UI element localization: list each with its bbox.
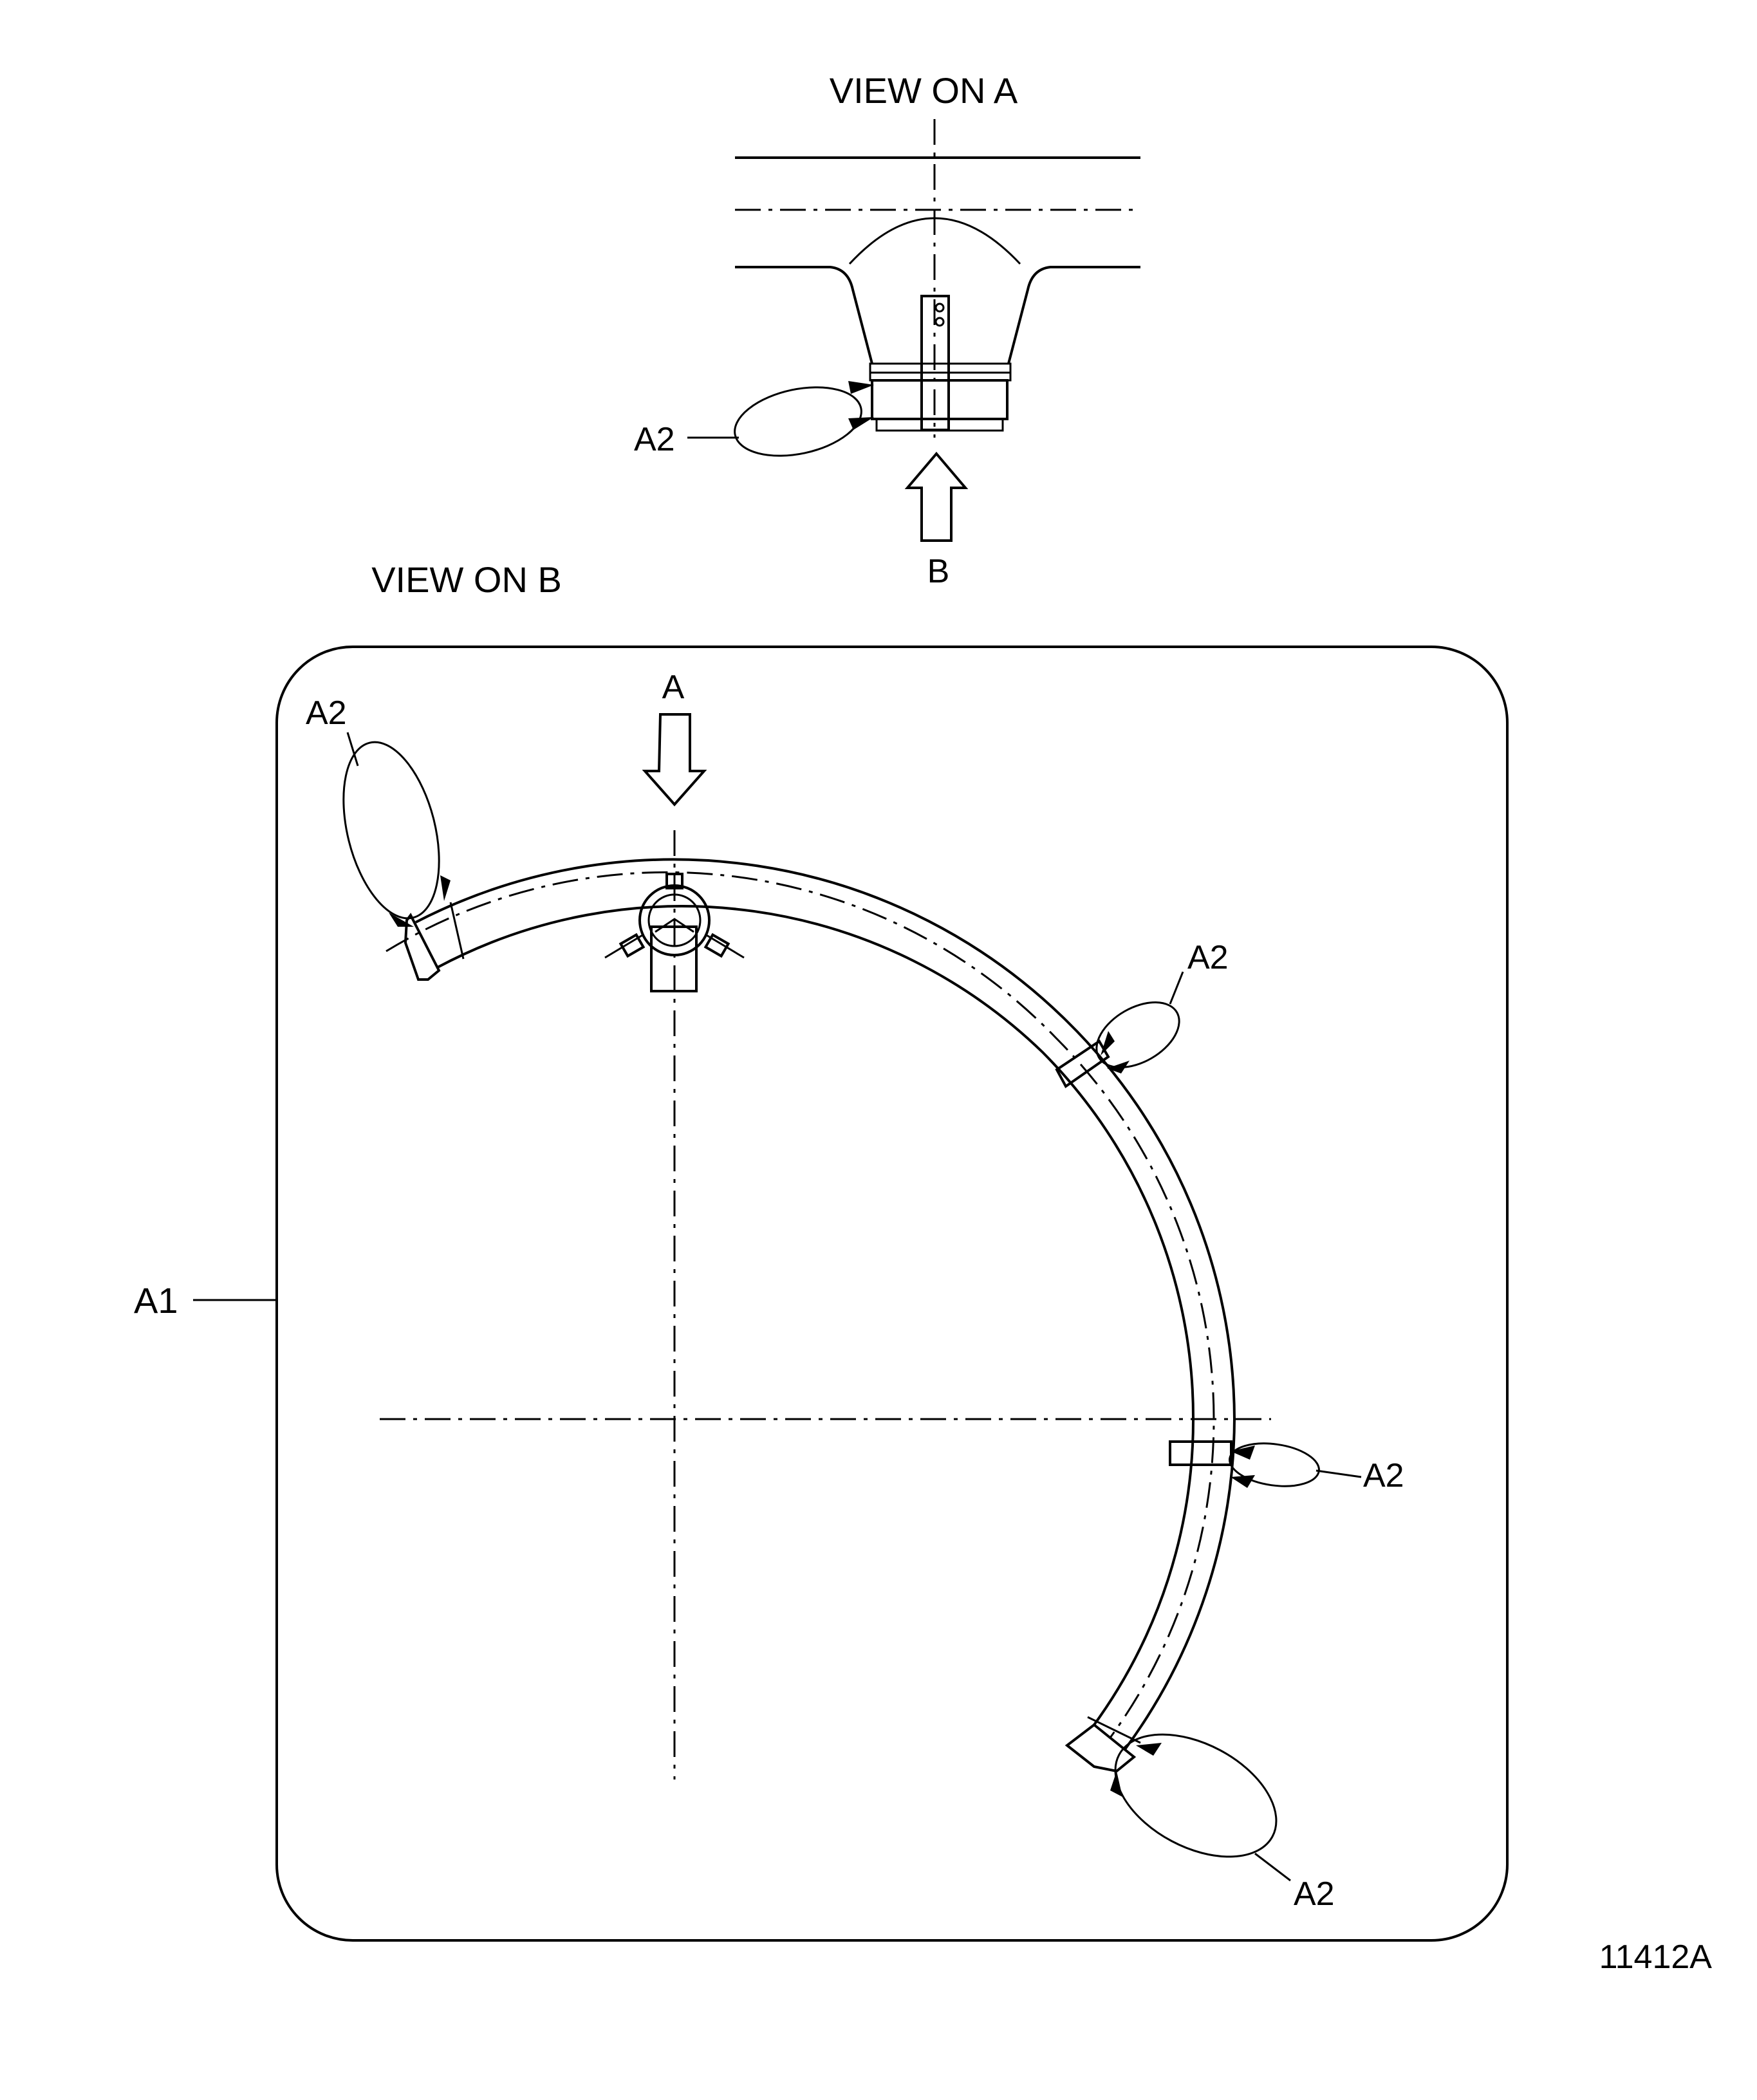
view-on-b-title: VIEW ON B <box>371 559 562 600</box>
callout-a2-upper-right: A2 <box>1095 939 1229 1073</box>
view-a-inner-arc <box>848 217 1021 265</box>
tee-bolt-left <box>604 933 646 959</box>
pipe-end-right <box>1064 1716 1141 1773</box>
arrow-b-label: B <box>927 553 950 590</box>
view-on-a: VIEW ON A A2 <box>634 70 1140 590</box>
pipe-tee-junction <box>604 873 745 992</box>
arrow-b: B <box>904 451 969 590</box>
curved-pipe <box>386 858 1236 1751</box>
pipe-end-left <box>404 902 465 981</box>
callout-a2-top-left: A2 <box>306 694 451 927</box>
view-a-bolt-hole <box>934 317 945 327</box>
view-a-bolt-strap <box>920 295 950 431</box>
pipe-outer-edge <box>415 858 1236 1751</box>
a2-label-top-left: A2 <box>306 694 347 732</box>
callout-a2-right: A2 <box>1229 1442 1404 1494</box>
drawing-number: 11412A <box>1599 1938 1713 1976</box>
pipe-centreline <box>386 871 1215 1738</box>
callout-a2-bottom-right: A2 <box>1110 1733 1335 1913</box>
clamp-upper-right <box>1055 1039 1110 1088</box>
clamp-right <box>1169 1440 1232 1466</box>
arrow-a-label: A <box>662 669 685 706</box>
arrow-a: A <box>642 669 707 807</box>
view-on-a-title: VIEW ON A <box>830 70 1018 111</box>
view-a-clamp <box>869 362 1012 432</box>
view-a-a2-label: A2 <box>634 421 675 458</box>
a2-label-upper-right: A2 <box>1187 939 1229 976</box>
view-a-body-outline <box>735 266 1140 364</box>
callout-a1: A1 <box>134 1280 275 1321</box>
frame-a1 <box>275 646 1509 1942</box>
a2-label-bottom-right: A2 <box>1294 1875 1335 1913</box>
tee-bolt-right <box>703 933 745 959</box>
a2-label-right: A2 <box>1363 1457 1404 1494</box>
view-a-bolt-hole <box>934 302 945 313</box>
pipe-inner-edge <box>437 905 1195 1726</box>
a1-label: A1 <box>134 1280 178 1321</box>
view-a-callout-a2: A2 <box>634 381 874 458</box>
